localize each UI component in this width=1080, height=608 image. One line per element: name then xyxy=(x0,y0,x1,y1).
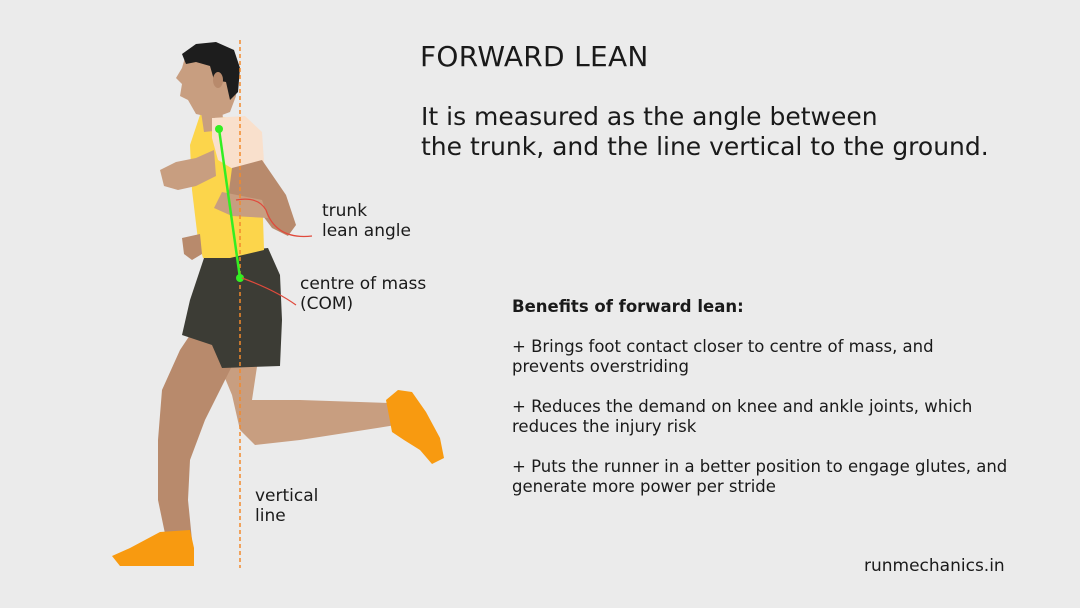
vertical-label-line-1: vertical xyxy=(255,486,319,506)
benefit-3-line-2: generate more power per stride xyxy=(512,477,776,496)
definition-line-1: It is measured as the angle between xyxy=(421,102,878,131)
benefit-item: + Reduces the demand on knee and ankle j… xyxy=(512,397,1052,437)
trunk-label-line-1: trunk xyxy=(322,201,368,221)
shorts xyxy=(182,248,282,368)
benefit-item: + Brings foot contact closer to centre o… xyxy=(512,337,1052,377)
ear xyxy=(213,72,223,88)
trunk-line xyxy=(217,128,242,279)
shoulder-point xyxy=(215,125,223,133)
com-label-line-2: (COM) xyxy=(300,294,354,314)
benefit-3-line-1: + Puts the runner in a better position t… xyxy=(512,457,1008,476)
vertical-label-line-2: line xyxy=(255,506,286,526)
benefit-item: + Puts the runner in a better position t… xyxy=(512,457,1052,497)
trunk-label-line-2: lean angle xyxy=(322,221,411,241)
near-arm xyxy=(228,160,296,236)
benefit-1-line-2: prevents overstriding xyxy=(512,357,689,376)
definition-line-2: the trunk, and the line vertical to the … xyxy=(421,132,989,161)
page-title: FORWARD LEAN xyxy=(420,40,649,73)
com-point xyxy=(236,274,244,282)
hair xyxy=(182,42,240,100)
trunk-lean-angle-label: trunk lean angle xyxy=(322,201,411,241)
sleeve xyxy=(212,116,264,172)
benefit-1-line-1: + Brings foot contact closer to centre o… xyxy=(512,337,934,356)
back-shoe xyxy=(386,390,444,464)
runner-figure xyxy=(112,42,444,566)
website-credit: runmechanics.in xyxy=(864,556,1005,576)
benefits-section: Benefits of forward lean: + Brings foot … xyxy=(512,297,1052,517)
vertical-line-label: vertical line xyxy=(255,486,318,526)
angle-pointer xyxy=(235,198,313,238)
benefit-2-line-2: reduces the injury risk xyxy=(512,417,697,436)
far-arm xyxy=(160,150,216,190)
com-label-line-1: centre of mass xyxy=(300,274,427,294)
com-pointer xyxy=(241,277,297,306)
lower-fist xyxy=(182,234,202,260)
near-forearm xyxy=(214,192,268,218)
front-shoe xyxy=(112,530,194,566)
front-leg xyxy=(158,320,245,548)
centre-of-mass-label: centre of mass (COM) xyxy=(300,274,426,314)
definition-text: It is measured as the angle between the … xyxy=(421,102,989,162)
benefit-2-line-1: + Reduces the demand on knee and ankle j… xyxy=(512,397,973,416)
benefits-heading: Benefits of forward lean: xyxy=(512,297,744,316)
